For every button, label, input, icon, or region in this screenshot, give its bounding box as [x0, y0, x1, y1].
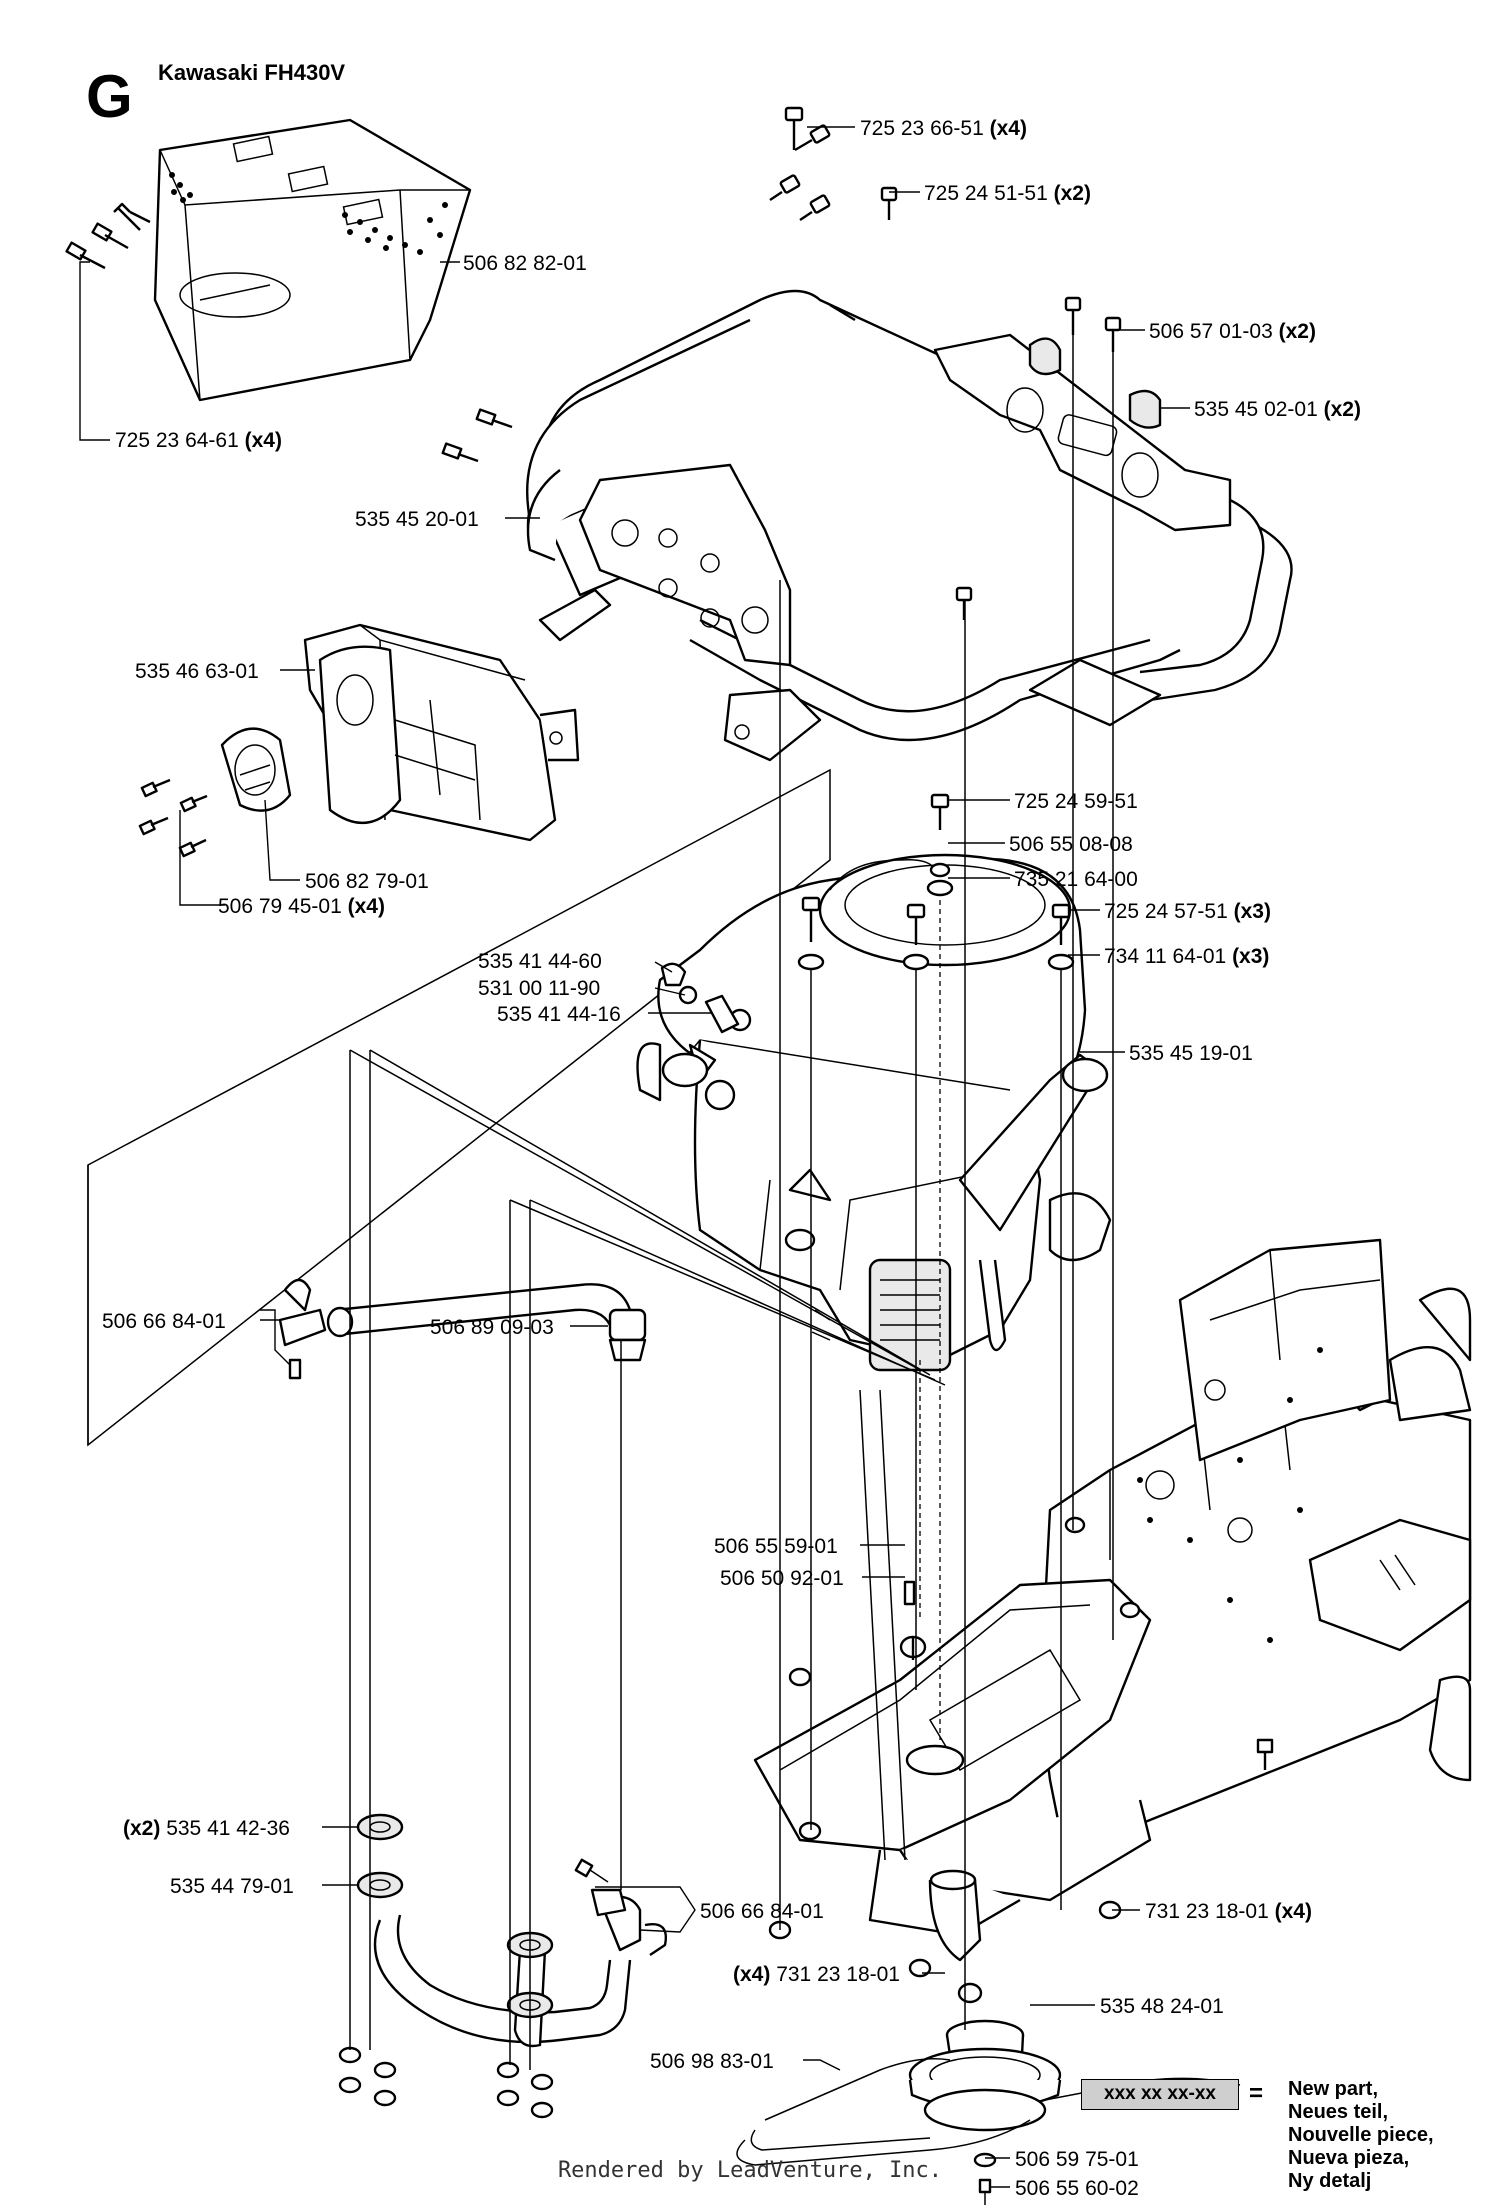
part-label: 535 41 44-60	[478, 950, 602, 973]
chassis-drawing	[753, 1238, 1472, 1962]
part-label: 506 79 45-01 (x4)	[218, 895, 385, 918]
part-label: 725 23 66-51 (x4)	[860, 117, 1027, 140]
bumper-frame-drawing	[526, 289, 1293, 762]
part-label: 506 55 08-08	[1009, 833, 1133, 856]
legend-line: Nueva pieza,	[1288, 2147, 1410, 2169]
legend-line: Ny detalj	[1288, 2170, 1372, 2192]
leader-lines	[79, 126, 1190, 2188]
part-label: 506 89 09-03	[430, 1316, 554, 1339]
heat-shield-drawing	[153, 118, 472, 402]
engine-drawing	[636, 853, 1112, 1372]
part-label: 725 24 57-51 (x3)	[1104, 900, 1271, 923]
part-label: 725 23 64-61 (x4)	[115, 429, 282, 452]
part-label: 725 24 59-51	[1014, 790, 1138, 813]
legend-equals: =	[1249, 2080, 1264, 2107]
legend-line: Nouvelle piece,	[1288, 2124, 1434, 2146]
part-label: 506 66 84-01	[102, 1310, 226, 1333]
shield-screws-drawing	[65, 202, 513, 463]
section-letter: G	[86, 63, 133, 130]
muffler-drawing	[138, 623, 580, 858]
part-label: 535 45 02-01 (x2)	[1194, 398, 1361, 421]
footer-credit: Rendered by LeadVenture, Inc.	[557, 2158, 943, 2183]
part-label: 506 66 84-01	[700, 1900, 824, 1923]
part-label: 731 23 18-01 (x4)	[1145, 1900, 1312, 1923]
part-label: 506 59 75-01	[1015, 2148, 1139, 2171]
part-label: (x2) 535 41 42-36	[123, 1817, 290, 1840]
top-bolts-drawing	[769, 106, 1162, 620]
new-part-legend-text: New part, Neues teil, Nouvelle piece, Nu…	[1288, 2078, 1434, 2193]
legend-line: Neues teil,	[1288, 2101, 1389, 2123]
part-label: 506 57 01-03 (x2)	[1149, 320, 1316, 343]
part-label: 535 45 19-01	[1129, 1042, 1253, 1065]
pulley-belt-drawing	[736, 2019, 1241, 2205]
part-label: 535 46 63-01	[135, 660, 259, 683]
part-label: 506 55 59-01	[714, 1535, 838, 1558]
new-part-legend-box: xxx xx xx-xx	[1081, 2079, 1239, 2110]
part-label: 535 45 20-01	[355, 508, 479, 531]
pipe-nuts-drawing	[338, 2046, 554, 2119]
part-label: 506 55 60-02	[1015, 2177, 1139, 2200]
exhaust-pipe-drawing	[278, 1278, 667, 2048]
part-label: 735 21 64-00	[1014, 868, 1138, 891]
part-label: 535 44 79-01	[170, 1875, 294, 1898]
alignment-lines	[349, 330, 1114, 2070]
part-label: 725 24 51-51 (x2)	[924, 182, 1091, 205]
part-label: 535 48 24-01	[1100, 1995, 1224, 2018]
part-label: (x4) 731 23 18-01	[733, 1963, 900, 1986]
section-title: Kawasaki FH430V	[158, 60, 346, 85]
part-label: 506 82 82-01	[463, 252, 587, 275]
part-label: 734 11 64-01 (x3)	[1104, 945, 1269, 968]
part-label: 531 00 11-90	[478, 977, 600, 1000]
engine-bolts-drawing	[660, 793, 1075, 1034]
part-labels: 725 23 66-51 (x4) 725 24 51-51 (x2) 506 …	[102, 117, 1361, 2200]
part-label: 506 98 83-01	[650, 2050, 774, 2073]
part-label: 506 50 92-01	[720, 1567, 844, 1590]
part-label: 535 41 44-16	[497, 1003, 621, 1026]
part-label: 506 82 79-01	[305, 870, 429, 893]
legend-line: New part,	[1288, 2078, 1379, 2100]
